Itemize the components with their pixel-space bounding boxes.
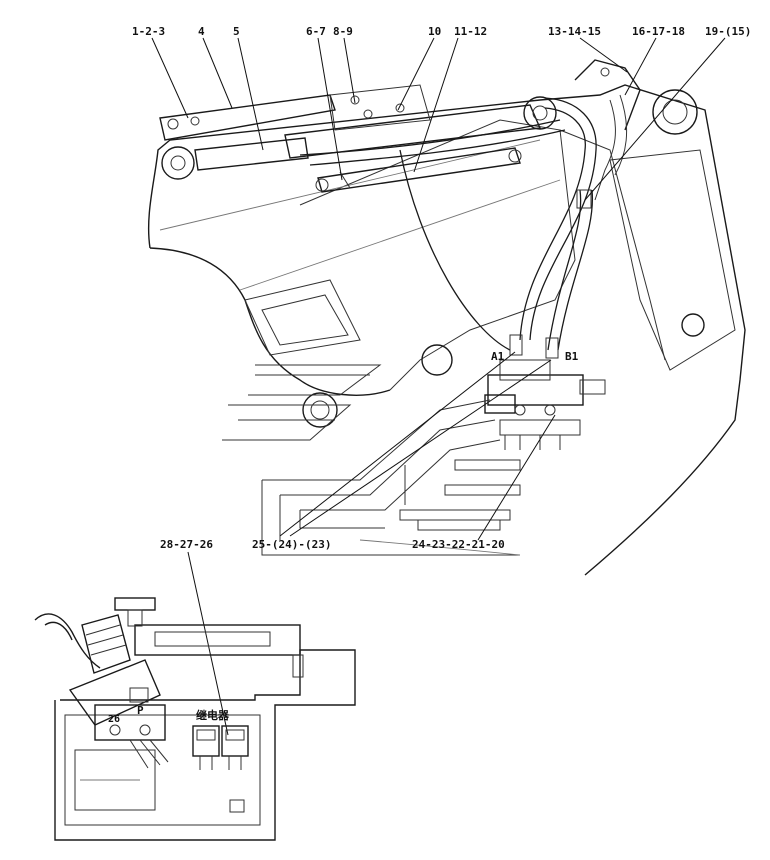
port-label-b1: B1 — [565, 350, 579, 363]
port-label-a1: A1 — [491, 350, 505, 363]
callout-13-14-15: 13-14-15 — [548, 25, 601, 38]
callout-25-24-23: 25-(24)-(23) — [252, 538, 331, 551]
callout-16-17-18: 16-17-18 — [632, 25, 685, 38]
callout-10: 10 — [428, 25, 441, 38]
secondary-cylinder — [315, 147, 522, 193]
callout-5: 5 — [233, 25, 240, 38]
boom-frame — [147, 59, 746, 576]
joystick-handle — [34, 613, 169, 769]
main-cylinder — [194, 84, 557, 171]
control-cabinet — [54, 597, 356, 841]
callout-1-2-3: 1-2-3 — [132, 25, 165, 38]
callout-4: 4 — [198, 25, 205, 38]
callout-19-15: 19-(15) — [705, 25, 751, 38]
port-label-p: P — [137, 704, 144, 717]
callout-28-27-26: 28-27-26 — [160, 538, 213, 551]
stepped-frame-outline — [222, 364, 521, 556]
callout-24-23-22-21-20: 24-23-22-21-20 — [412, 538, 505, 551]
relay-left — [192, 725, 220, 770]
port-label-26: 26 — [108, 714, 120, 725]
boom-arm — [159, 94, 336, 180]
relay-box-label: 继电器 — [196, 708, 230, 722]
hydraulic-hoses — [299, 94, 628, 359]
control-valve — [484, 359, 606, 450]
leader-lines — [151, 37, 726, 736]
callout-11-12: 11-12 — [454, 25, 487, 38]
relay-right — [221, 725, 249, 770]
callout-6-7: 6-7 — [306, 25, 326, 38]
callout-8-9: 8-9 — [333, 25, 353, 38]
